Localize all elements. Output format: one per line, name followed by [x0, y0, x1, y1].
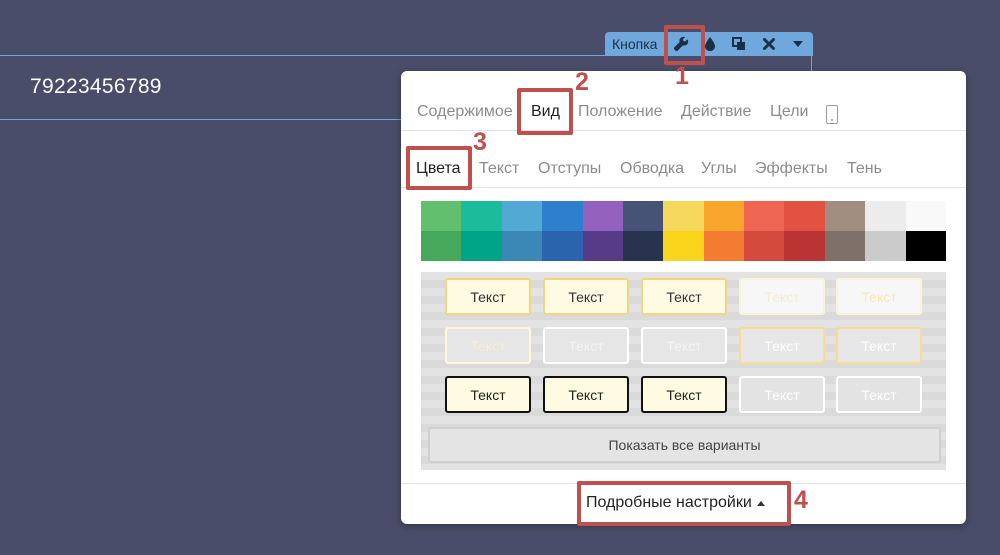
style-preset-button[interactable]: Текст: [836, 376, 922, 413]
style-preset-button[interactable]: Текст: [836, 327, 922, 364]
tab-position[interactable]: Положение: [578, 103, 663, 120]
style-preset-button[interactable]: Текст: [739, 327, 825, 364]
tab-colors[interactable]: Цвета: [416, 160, 461, 177]
phone-button-text[interactable]: 79223456789: [30, 75, 162, 98]
style-preset-button[interactable]: Текст: [641, 376, 727, 413]
color-swatch[interactable]: [824, 201, 866, 231]
style-preset-button[interactable]: Текст: [445, 376, 531, 413]
element-toolbar: Кнопка: [605, 32, 813, 56]
color-swatch[interactable]: [461, 201, 502, 231]
element-type-label: Кнопка: [612, 36, 658, 52]
color-swatch[interactable]: [703, 231, 745, 261]
style-preset-button[interactable]: Текст: [739, 376, 825, 413]
tab-corners[interactable]: Углы: [701, 160, 737, 177]
tab-action[interactable]: Действие: [681, 103, 752, 120]
color-swatch[interactable]: [622, 231, 664, 261]
color-swatch[interactable]: [461, 231, 502, 261]
color-swatch[interactable]: [582, 231, 623, 261]
wrench-icon: [673, 36, 688, 52]
style-preset-button[interactable]: Текст: [543, 278, 629, 315]
detailed-settings-button[interactable]: Подробные настройки: [586, 494, 765, 512]
block-border-right: [811, 55, 812, 72]
caret-down-icon: [793, 41, 804, 47]
style-preset-button[interactable]: Текст: [543, 327, 629, 364]
callout-number-4: 4: [794, 486, 808, 514]
color-swatch[interactable]: [501, 231, 543, 261]
panel-footer: Подробные настройки: [401, 483, 966, 524]
color-swatch[interactable]: [582, 201, 623, 231]
tab-text[interactable]: Текст: [479, 160, 520, 177]
color-swatch[interactable]: [421, 201, 462, 231]
more-button[interactable]: [784, 32, 813, 56]
style-preset-button[interactable]: Текст: [543, 376, 629, 413]
tab-content[interactable]: Содержимое: [417, 103, 513, 120]
style-preset-button[interactable]: Текст: [445, 327, 531, 364]
tab-effects[interactable]: Эффекты: [755, 160, 828, 177]
callout-number-3: 3: [473, 128, 487, 156]
color-swatch[interactable]: [501, 201, 543, 231]
color-swatch[interactable]: [663, 231, 704, 261]
tab-padding[interactable]: Отступы: [538, 160, 602, 177]
settings-panel: Содержимое Вид Положение Действие Цели Ц…: [401, 71, 966, 524]
mobile-icon[interactable]: [826, 105, 838, 124]
sub-tabs: Цвета Текст Отступы Обводка Углы Эффекты…: [401, 131, 966, 188]
color-swatch[interactable]: [663, 201, 704, 231]
color-swatch[interactable]: [905, 231, 946, 261]
block-border-top: [0, 55, 812, 56]
style-preset-button[interactable]: Текст: [739, 278, 825, 315]
color-swatch[interactable]: [905, 201, 946, 231]
copy-icon: [732, 37, 746, 50]
color-swatch[interactable]: [865, 231, 906, 261]
close-icon: [762, 38, 775, 50]
style-preset-button[interactable]: Текст: [445, 278, 531, 315]
tab-view[interactable]: Вид: [531, 103, 560, 120]
color-swatch[interactable]: [622, 201, 664, 231]
show-all-variants-button[interactable]: Показать все варианты: [428, 427, 941, 463]
tab-goals[interactable]: Цели: [770, 103, 809, 120]
style-preset-button[interactable]: Текст: [641, 278, 727, 315]
callout-number-2: 2: [575, 68, 589, 96]
detailed-settings-label: Подробные настройки: [586, 494, 752, 511]
settings-button[interactable]: [666, 32, 695, 56]
color-swatch[interactable]: [784, 231, 825, 261]
color-swatch[interactable]: [542, 201, 583, 231]
color-swatch[interactable]: [784, 201, 825, 231]
caret-up-icon: [756, 500, 765, 506]
style-preset-button[interactable]: Текст: [836, 278, 922, 315]
color-swatch[interactable]: [824, 231, 866, 261]
callout-number-1: 1: [675, 62, 689, 90]
color-swatch[interactable]: [744, 231, 785, 261]
style-preset-button[interactable]: Текст: [641, 327, 727, 364]
color-swatch[interactable]: [703, 201, 745, 231]
main-tabs: Содержимое Вид Положение Действие Цели: [401, 93, 966, 131]
color-swatch[interactable]: [421, 231, 462, 261]
color-swatch[interactable]: [865, 201, 906, 231]
tab-stroke[interactable]: Обводка: [620, 160, 685, 177]
tab-shadow[interactable]: Тень: [847, 160, 882, 177]
block-border-bottom: [0, 119, 402, 120]
droplet-icon: [705, 37, 716, 51]
color-button[interactable]: [695, 32, 724, 56]
duplicate-button[interactable]: [725, 32, 754, 56]
color-swatch[interactable]: [542, 231, 583, 261]
color-swatch[interactable]: [744, 201, 785, 231]
color-palette: [421, 201, 946, 261]
delete-button[interactable]: [754, 32, 783, 56]
